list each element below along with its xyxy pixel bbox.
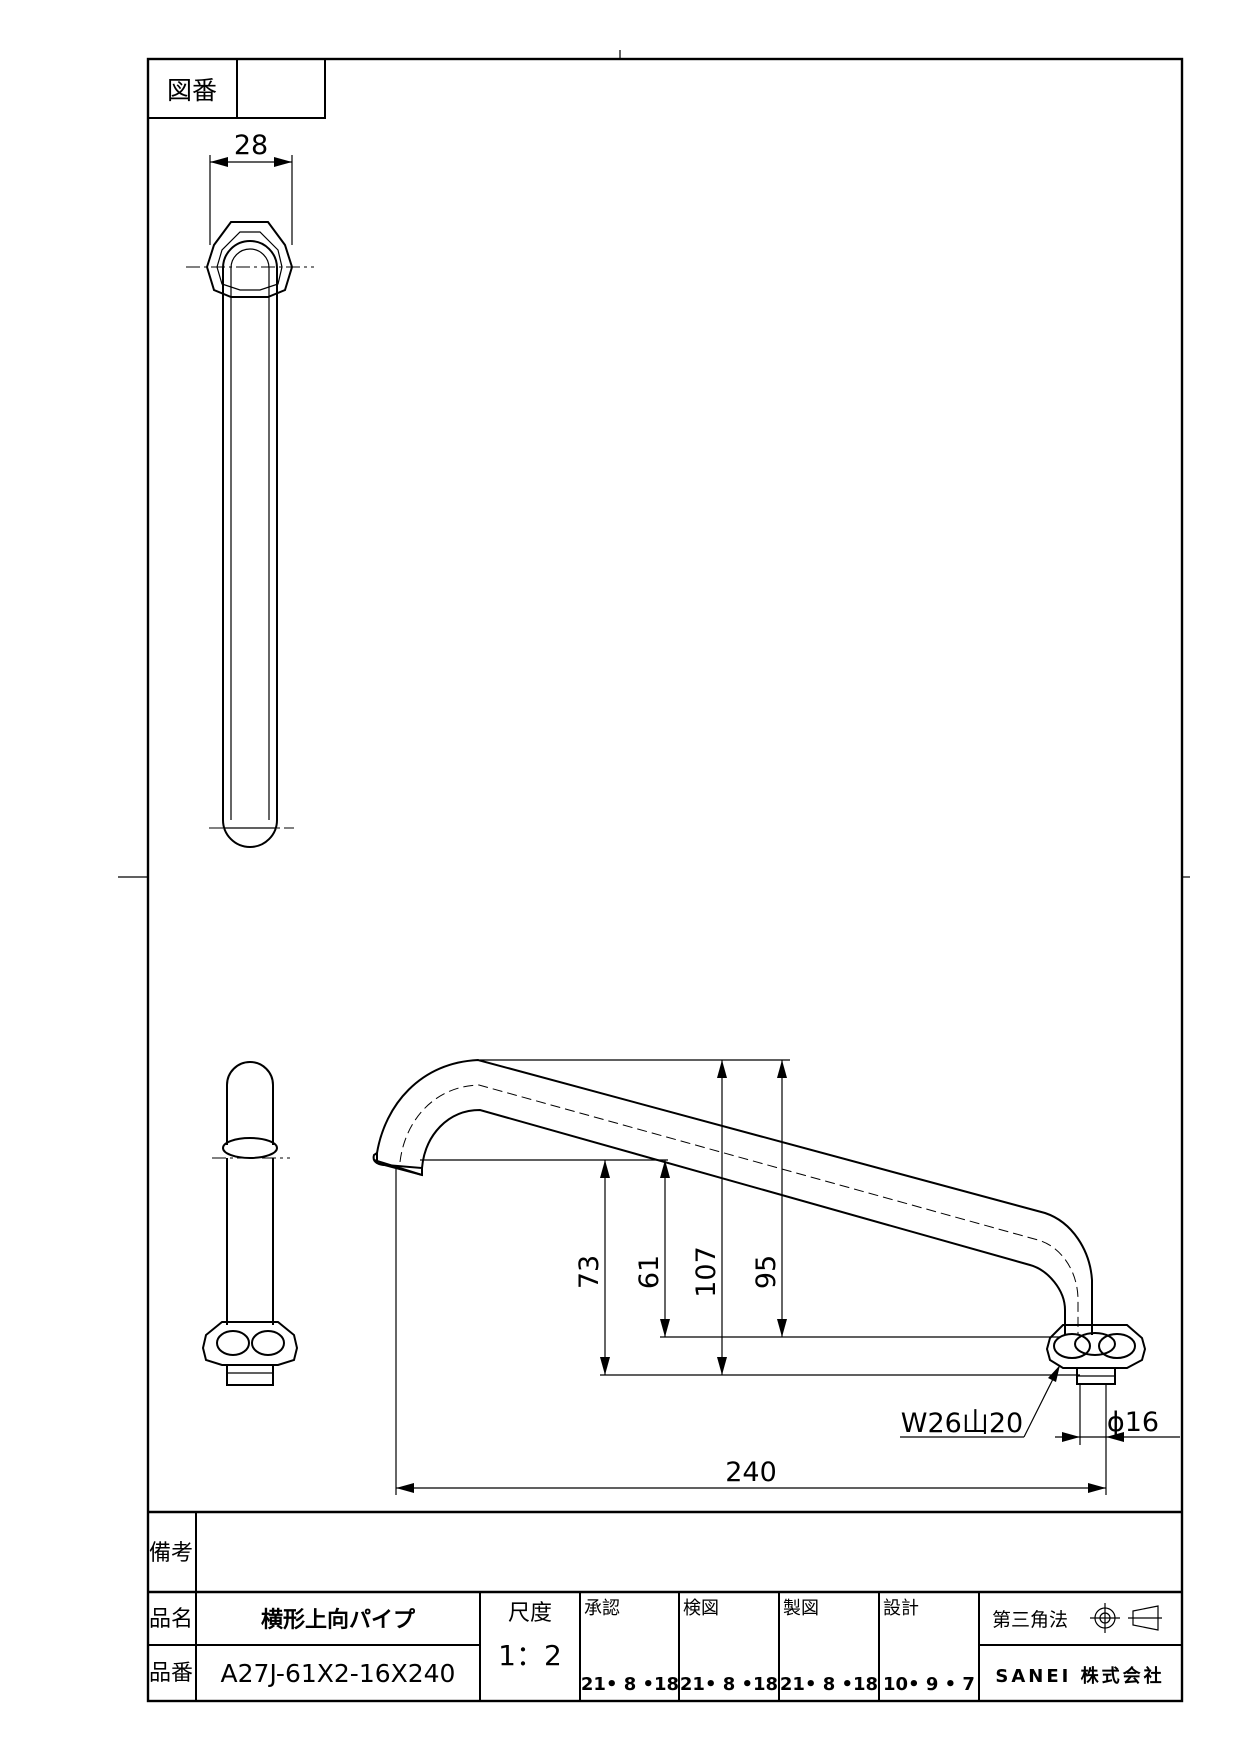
dim-h107: 107 xyxy=(691,1246,722,1298)
dim-length: 240 xyxy=(725,1457,777,1488)
third-angle-projection-icon xyxy=(1090,1603,1162,1633)
top-view: 28 xyxy=(186,130,314,848)
drafting-date: 21• 8 •18 xyxy=(780,1674,878,1695)
hex-nut-outline xyxy=(205,221,294,298)
dim-h73: 73 xyxy=(574,1255,605,1289)
title-block: 備考 品名 横形上向パイプ 品番 A27J-61X2-16X240 尺度 1：2… xyxy=(148,1510,1182,1701)
drawing-number-label: 図番 xyxy=(167,76,217,105)
product-name-label: 品名 xyxy=(149,1607,193,1632)
company-name: SANEI 株式会社 xyxy=(995,1665,1164,1687)
dim-diameter: ϕ16 xyxy=(1107,1407,1159,1438)
projection-label: 第三角法 xyxy=(992,1609,1068,1631)
product-number: A27J-61X2-16X240 xyxy=(221,1659,456,1688)
design-date: 10• 9 • 7 xyxy=(883,1674,975,1695)
approval-date: 21• 8 •18 xyxy=(581,1674,679,1695)
pipe-outline xyxy=(222,240,278,848)
product-number-label: 品番 xyxy=(149,1661,193,1686)
remarks-label: 備考 xyxy=(149,1541,193,1566)
dim-thread: W26山20 xyxy=(901,1408,1023,1439)
inspection-date: 21• 8 •18 xyxy=(680,1674,778,1695)
dim-h95: 95 xyxy=(751,1255,782,1289)
front-view-dimensions: 73 61 107 95 W26山20 ϕ16 240 xyxy=(395,1059,1180,1495)
side-view xyxy=(201,1061,299,1386)
drafting-label: 製図 xyxy=(783,1598,819,1619)
front-view-spout xyxy=(372,1058,1147,1385)
design-label: 設計 xyxy=(883,1598,919,1619)
sheet-frame xyxy=(118,50,1190,1703)
product-name: 横形上向パイプ xyxy=(261,1607,416,1633)
inspection-label: 検図 xyxy=(683,1598,719,1619)
dim-h61: 61 xyxy=(634,1255,665,1289)
scale-label: 尺度 xyxy=(508,1601,552,1626)
drawing-number-box: 図番 xyxy=(147,58,326,119)
approval-label: 承認 xyxy=(584,1598,620,1619)
dim-top-width: 28 xyxy=(234,130,268,161)
scale-value: 1：2 xyxy=(498,1639,562,1672)
